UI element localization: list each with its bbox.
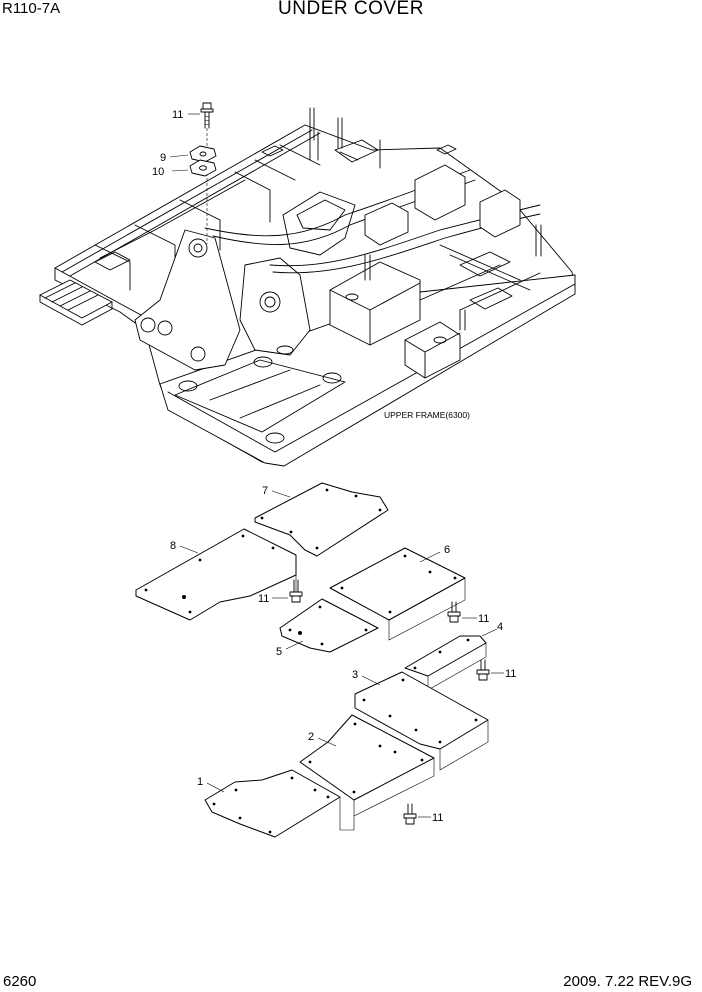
part-10-plate bbox=[189, 159, 217, 177]
part-11-bolt-right bbox=[476, 659, 490, 681]
callout-10: 10 bbox=[152, 166, 164, 178]
upper-frame-caption: UPPER FRAME(6300) bbox=[384, 410, 470, 420]
page-title: UNDER COVER bbox=[278, 0, 424, 19]
callout-7: 7 bbox=[262, 485, 268, 497]
page-number: 6260 bbox=[3, 973, 37, 990]
part-9-plate bbox=[189, 145, 217, 163]
part-11-bolt-bottom bbox=[403, 803, 417, 825]
part-11-bolt-left bbox=[289, 579, 303, 603]
revision-date: 2009. 7.22 REV.9G bbox=[563, 973, 692, 990]
cover-6 bbox=[329, 547, 466, 621]
callout-11-top: 11 bbox=[172, 109, 183, 121]
part-11-bolt-top bbox=[200, 102, 214, 129]
callout-8: 8 bbox=[170, 540, 176, 552]
callout-5: 5 bbox=[276, 646, 282, 658]
callout-11-bottom: 11 bbox=[432, 812, 443, 824]
cover-1 bbox=[204, 769, 341, 838]
cover-2 bbox=[299, 714, 435, 801]
cover-5 bbox=[279, 598, 379, 653]
upper-frame-illustration bbox=[39, 107, 576, 467]
callout-3: 3 bbox=[352, 669, 358, 681]
callout-1: 1 bbox=[197, 776, 203, 788]
callout-11-mid: 11 bbox=[478, 613, 489, 625]
cover-8 bbox=[135, 528, 297, 621]
cover-4 bbox=[404, 635, 487, 677]
cover-7 bbox=[254, 482, 389, 557]
model-code: R110-7A bbox=[2, 0, 61, 17]
callout-11-left: 11 bbox=[258, 593, 269, 605]
callout-9: 9 bbox=[160, 152, 166, 164]
callout-6: 6 bbox=[444, 544, 450, 556]
callout-4: 4 bbox=[497, 621, 503, 633]
callout-2: 2 bbox=[308, 731, 314, 743]
callout-11-right: 11 bbox=[505, 668, 516, 680]
part-11-bolt-mid bbox=[447, 601, 461, 623]
